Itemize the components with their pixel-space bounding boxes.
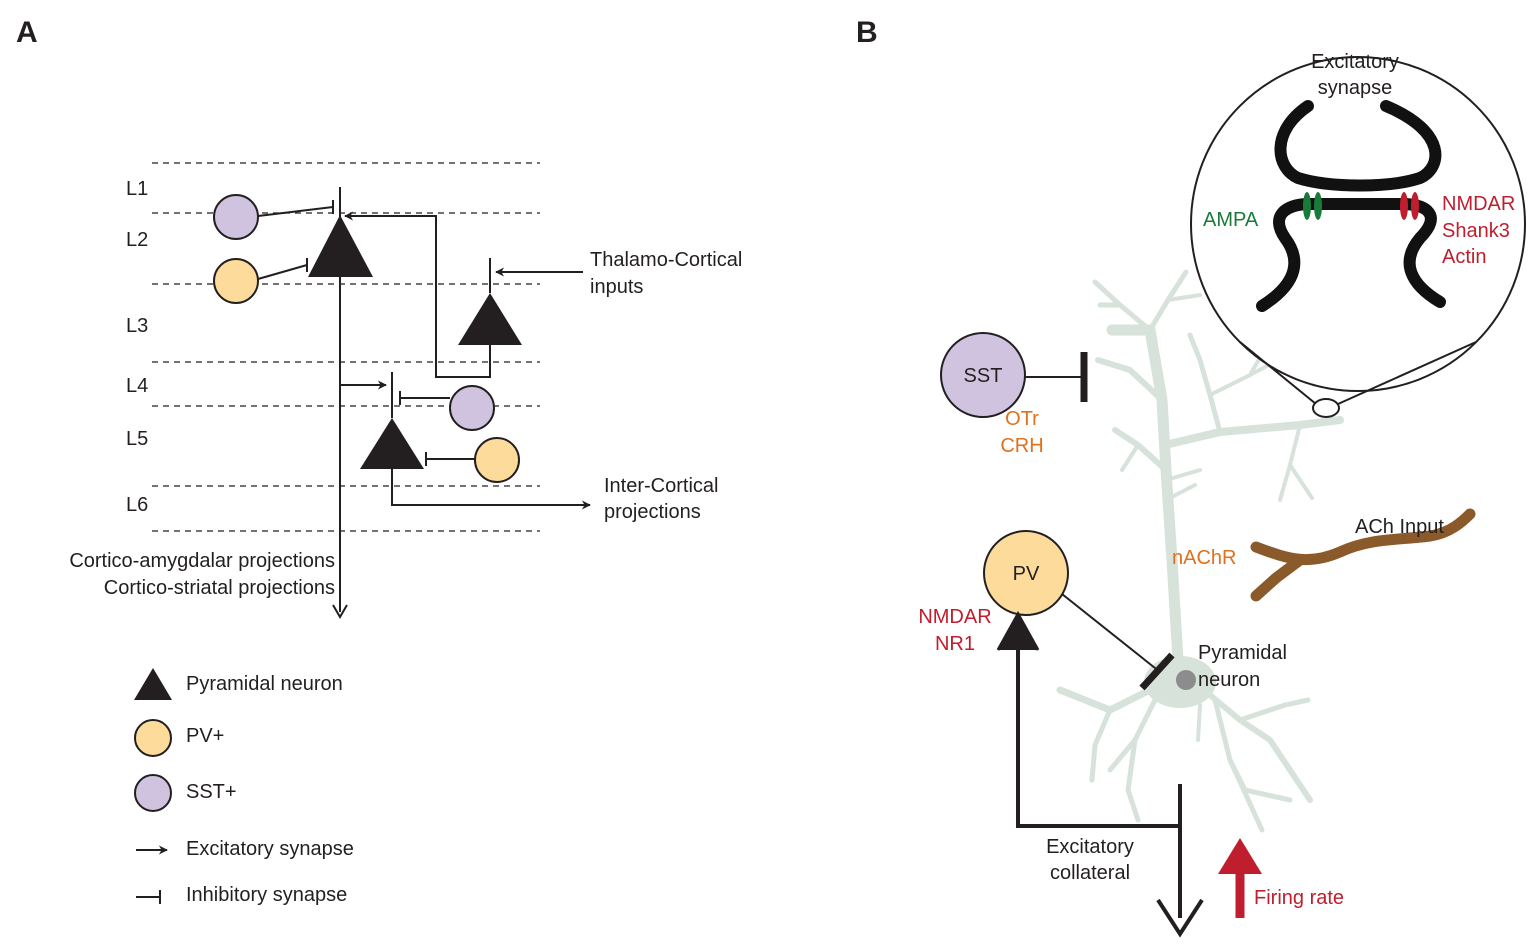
sst-interneuron [940, 332, 1026, 418]
pv-marker-nmdar: NMDAR [918, 606, 991, 628]
ampa-receptor [1314, 192, 1322, 220]
pv-interneuron-l2 [213, 258, 259, 304]
pyramidal-neuron-l5 [360, 418, 424, 469]
intercortical-label-line2: projections [604, 501, 701, 523]
pv-inhibitory-synapse [1139, 652, 1175, 691]
pv-interneuron [983, 530, 1069, 616]
synapse-title-line2: synapse [1318, 77, 1393, 99]
legend-sst-icon [134, 774, 172, 812]
pyramidal-label-line1: Pyramidal [1198, 642, 1287, 664]
legend: Pyramidal neuron PV+ SST+ Excitatory syn… [134, 668, 354, 906]
presynaptic-terminal [1274, 100, 1442, 192]
panel-a: A L1 L2 L3 L4 L5 L6 [16, 16, 742, 906]
ampa-label: AMPA [1203, 209, 1259, 231]
firing-rate-label: Firing rate [1254, 887, 1344, 909]
amygdalar-label: Cortico-amygdalar projections [69, 550, 335, 572]
sst-interneuron-l2 [213, 194, 259, 240]
sst-interneuron-l4 [449, 385, 495, 431]
collateral-label-line2: collateral [1050, 862, 1130, 884]
postsynaptic-spine [1256, 198, 1446, 312]
collateral-arrowhead [996, 610, 1040, 651]
pyramidal-neuron-drawing [1056, 269, 1344, 833]
nachr-label: nAChR [1172, 547, 1236, 569]
nmdar-receptor [1400, 192, 1408, 220]
pv-marker-nr1: NR1 [935, 633, 975, 655]
striatal-label: Cortico-striatal projections [104, 577, 335, 599]
legend-excitatory: Excitatory synapse [186, 838, 354, 860]
ampa-receptor [1303, 192, 1311, 220]
l3-to-l2-excitatory [344, 211, 491, 378]
layer-label-l2: L2 [126, 229, 148, 251]
sst-marker-crh: CRH [1000, 435, 1043, 457]
legend-pyramidal-icon [134, 668, 172, 700]
excitatory-collateral-path [1016, 628, 1180, 828]
panel-b: B [856, 16, 1526, 938]
legend-pv-icon [134, 719, 172, 757]
pyramidal-nucleus [1176, 670, 1196, 690]
output-arrowhead [1156, 898, 1204, 938]
pyramidal-label-line2: neuron [1198, 669, 1260, 691]
nmdar-label: NMDAR [1442, 193, 1515, 215]
synapse-location [1312, 398, 1340, 418]
layer-label-l4: L4 [126, 375, 148, 397]
sst-label: SST [964, 365, 1003, 387]
intercortical-label-line1: Inter-Cortical [604, 475, 718, 497]
nmdar-receptor [1411, 192, 1419, 220]
thalamo-label-line1: Thalamo-Cortical [590, 249, 742, 271]
descending-arrowhead [332, 604, 348, 619]
pyramidal-neuron-l3 [458, 293, 522, 345]
layer-label-l6: L6 [126, 494, 148, 516]
ach-input-label: ACh Input [1355, 516, 1444, 538]
actin-label: Actin [1442, 246, 1486, 268]
legend-pyramidal: Pyramidal neuron [186, 673, 343, 695]
layer-label-l3: L3 [126, 315, 148, 337]
legend-sst: SST+ [186, 781, 237, 803]
shank3-label: Shank3 [1442, 220, 1510, 242]
collateral-label-line1: Excitatory [1046, 836, 1134, 858]
legend-pv: PV+ [186, 725, 224, 747]
sst-marker-otr: OTr [1005, 408, 1039, 430]
thalamo-label-line2: inputs [590, 276, 643, 298]
pv-interneuron-l5 [474, 437, 520, 483]
firing-rate-arrowhead [1218, 838, 1262, 874]
synapse-zoom: Excitatory synapse AMPA NMDAR Shank3 Act… [1190, 51, 1526, 418]
inter-cortical-arrow [391, 469, 591, 510]
legend-inhibitory: Inhibitory synapse [186, 884, 347, 906]
layer-label-l5: L5 [126, 428, 148, 450]
layer-label-l1: L1 [126, 178, 148, 200]
panel-a-letter: A [16, 16, 38, 49]
panel-b-letter: B [856, 16, 878, 49]
pv-label: PV [1013, 563, 1040, 585]
synapse-title-line1: Excitatory [1311, 51, 1399, 73]
